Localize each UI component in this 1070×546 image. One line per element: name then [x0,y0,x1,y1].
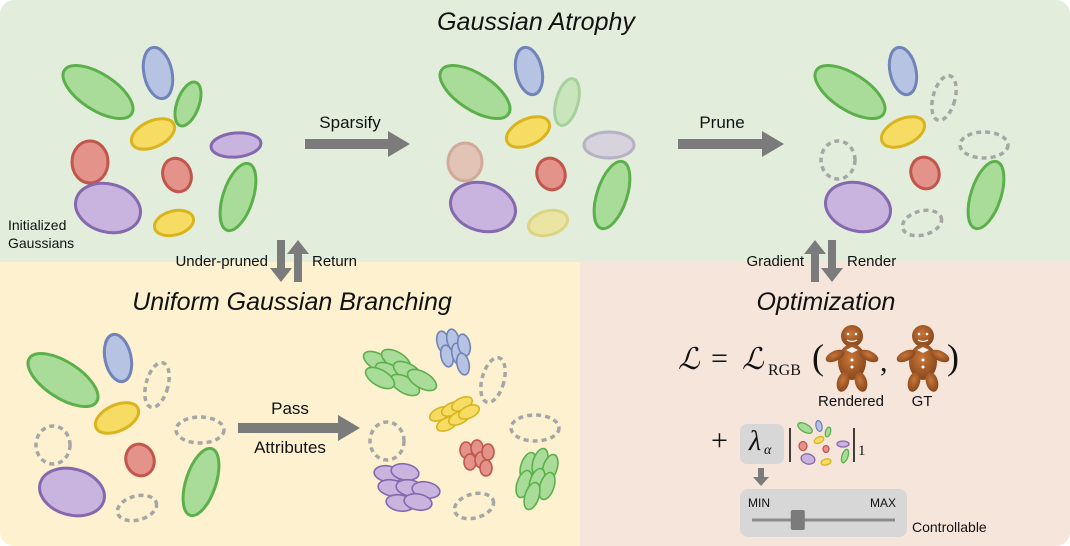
gaussian-ellipse [74,181,142,235]
gaussian-ellipse [26,351,100,409]
gt-label: GT [911,393,933,410]
gaussian-ellipse [553,77,581,127]
removed-gaussian-outline [930,73,958,123]
slider-min-label: MIN [748,496,770,510]
initialized-label-line1: Initialized [8,217,67,233]
slider-thumb[interactable] [790,510,805,530]
gaussian-ellipse [218,161,258,233]
removed-gaussian-outline [509,413,561,443]
under-pruned-label: Under-pruned [175,253,268,270]
removed-gaussian-outline [115,493,159,523]
gaussian-ellipse [61,63,135,121]
gaussian-ellipse [446,141,484,183]
alpha-subscript: α [764,443,772,458]
gaussian-ellipse [824,180,892,234]
lambda-symbol: λ [749,426,762,457]
gaussian-ellipse [449,180,517,234]
gaussian-ellipse [438,63,512,121]
attributes-label: Attributes [254,438,326,457]
gaussian-ellipse [909,155,941,191]
removed-gaussian-outline [452,491,496,521]
lambda-highlight-box [740,424,784,464]
gaussian-atrophy-title: Gaussian Atrophy [437,8,635,36]
sparsify-label: Sparsify [319,113,381,132]
gaussian-ellipse [38,466,106,518]
loss-symbol: ℒ [678,343,700,376]
gaussian-ellipse [124,442,156,478]
controllable-slider-panel [740,489,907,537]
gradient-label: Gradient [746,253,804,270]
removed-gaussian-outline [900,208,944,238]
return-label: Return [312,253,358,270]
gaussian-ellipse [141,45,175,101]
gaussian-ellipse [592,159,632,231]
branched-green-cluster [362,348,438,397]
mini-gaussians-icon [797,419,850,466]
pruned-gaussians [813,45,1010,238]
pass-attributes-arrow [238,415,360,441]
sparsified-gaussians [438,45,636,238]
gaussian-ellipse [209,131,263,159]
optimization-title: Optimization [756,288,896,316]
removed-gaussian-outline [479,355,507,405]
render-label: Render [847,253,897,270]
under-pruned-gaussians [26,332,226,523]
gaussian-ellipse [513,45,545,97]
gaussian-ellipse [102,332,134,384]
prune-label: Prune [699,113,745,132]
gaussian-ellipse [966,159,1006,231]
initialized-label-line2: Gaussians [8,235,75,251]
lambda-to-slider-arrow [753,468,769,486]
gradient-arrow [804,240,826,282]
removed-gaussian-outline [958,130,1010,160]
comma: , [880,345,888,378]
removed-gaussian-outline [34,424,72,466]
return-arrow [287,240,309,282]
branched-blue-cluster [435,328,472,376]
norm-subscript: 1 [858,443,866,459]
gaussian-ellipse [173,80,203,128]
gt-gingerbread-image [896,325,950,392]
under-pruned-arrow [270,240,292,282]
prune-arrow [678,131,784,157]
rendered-gingerbread-image [825,325,879,392]
initialized-gaussians [61,45,263,238]
uniform-gaussian-branching-title: Uniform Gaussian Branching [132,288,452,316]
rgb-subscript: RGB [768,362,801,379]
close-paren: ) [947,337,959,377]
slider-max-label: MAX [870,496,897,510]
gaussian-ellipse [70,139,110,185]
gaussian-ellipse [152,208,196,238]
gaussian-ellipse [93,401,141,435]
plus-sign: + [711,424,728,457]
removed-gaussian-outline [143,360,171,410]
loss-rgb-symbol: ℒ [742,343,764,376]
branched-purple-cluster [373,462,441,513]
pass-label: Pass [271,399,309,418]
gaussian-ellipse [129,117,177,151]
gaussian-ellipse [504,115,552,149]
gaussian-ellipse [887,45,919,97]
branched-green-cluster-small [515,447,559,511]
render-arrow [821,240,843,282]
open-paren: ( [812,337,824,377]
removed-gaussian-outline [174,415,226,445]
gaussian-ellipse [526,208,570,238]
removed-gaussian-outline [819,139,857,181]
gaussian-ellipse [535,156,567,192]
gaussian-ellipse [161,156,193,194]
rendered-label: Rendered [818,393,884,410]
removed-gaussian-outline [368,420,406,462]
sparsify-arrow [305,131,410,157]
branched-red-cluster [459,439,495,477]
branched-yellow-cluster [428,396,481,432]
controllable-label: Controllable [912,519,987,535]
equals-sign: = [711,342,728,375]
gaussian-ellipse [879,115,927,149]
gaussian-ellipse [181,446,221,518]
initialized-gaussians-label: Initialized Gaussians [8,216,74,252]
gaussian-ellipse [582,130,636,160]
gaussian-ellipse [813,63,887,121]
